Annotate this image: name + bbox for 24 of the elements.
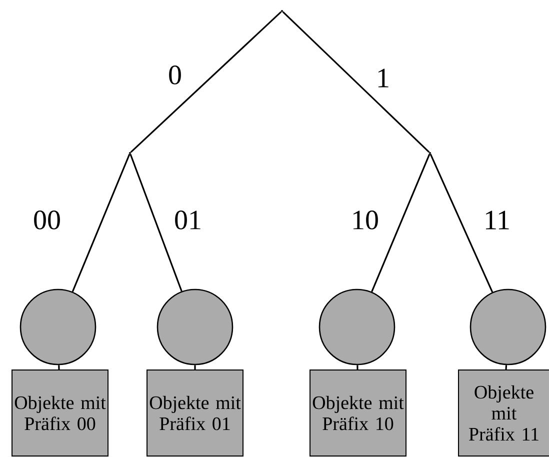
edge-label: 0	[169, 66, 181, 84]
leaf-circle	[20, 288, 96, 366]
prefix-box: Objekte mit Präfix 11	[458, 370, 549, 456]
edge-label: 1	[378, 68, 388, 88]
tree-line	[194, 365, 196, 370]
prefix-box: Objekte mit Präfix 10	[310, 370, 406, 456]
prefix-box: Objekte mit Präfix 00	[12, 370, 108, 456]
edge-label: 01	[175, 210, 200, 230]
tree-line	[130, 154, 182, 292]
leaf-circle	[318, 288, 396, 366]
tree-line	[72, 154, 130, 292]
tree-line	[356, 365, 358, 370]
leaf-circle	[156, 288, 234, 366]
tree-line	[371, 154, 430, 292]
leaf-circle	[470, 288, 546, 366]
edge-label: 10	[353, 210, 378, 230]
edge-label: 00	[34, 210, 60, 230]
prefix-box: Objekte mit Präfix 01	[146, 370, 244, 456]
tree-line	[58, 365, 60, 370]
tree-line	[505, 365, 508, 370]
tree-line	[430, 154, 494, 292]
edge-label: 11	[486, 210, 509, 230]
tree-line	[282, 11, 430, 153]
tree-line	[130, 11, 282, 153]
